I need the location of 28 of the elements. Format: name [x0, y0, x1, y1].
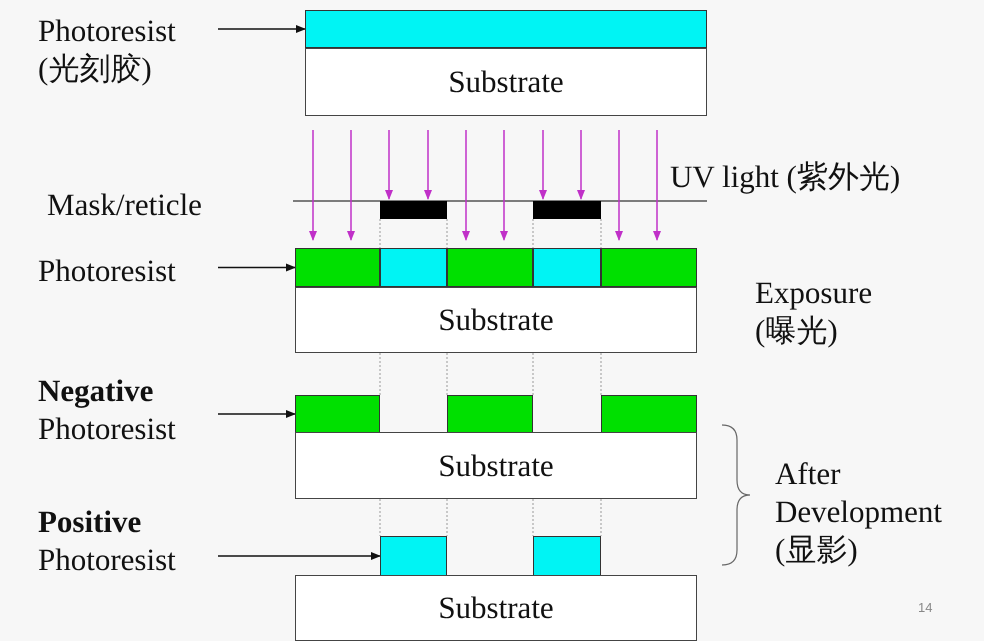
photoresist-layer [601, 395, 697, 433]
caption-label: UV light (紫外光) [670, 158, 902, 196]
photoresist-layer [533, 536, 601, 576]
part-label: Mask/reticle [47, 186, 203, 224]
substrate-layer: Substrate [295, 432, 697, 499]
part-label: Photoresist (光刻胶) [38, 12, 214, 104]
part-label: Photoresist [38, 252, 214, 290]
photoresist-layer [305, 10, 707, 48]
caption-label: Exposure (曝光) [755, 274, 874, 350]
arrow [218, 25, 306, 33]
substrate-layer: Substrate [295, 575, 697, 641]
photoresist-layer [533, 248, 601, 287]
arrow [218, 552, 381, 560]
arrow [218, 264, 296, 272]
photoresist-layer [601, 248, 697, 287]
part-label: Negative Photoresist [38, 372, 214, 452]
photoresist-layer [295, 395, 380, 433]
page-number: 14 [918, 600, 934, 616]
caption-label: After Development (显影) [775, 455, 944, 569]
arrow [218, 410, 296, 418]
substrate-layer: Substrate [305, 48, 707, 116]
substrate-layer: Substrate [295, 287, 697, 353]
photoresist-layer [380, 248, 447, 287]
photoresist-layer [447, 248, 533, 287]
photoresist-layer [295, 248, 380, 287]
part-label: Positive Photoresist [38, 503, 214, 583]
photoresist-layer [447, 395, 533, 433]
photoresist-layer [380, 536, 447, 576]
